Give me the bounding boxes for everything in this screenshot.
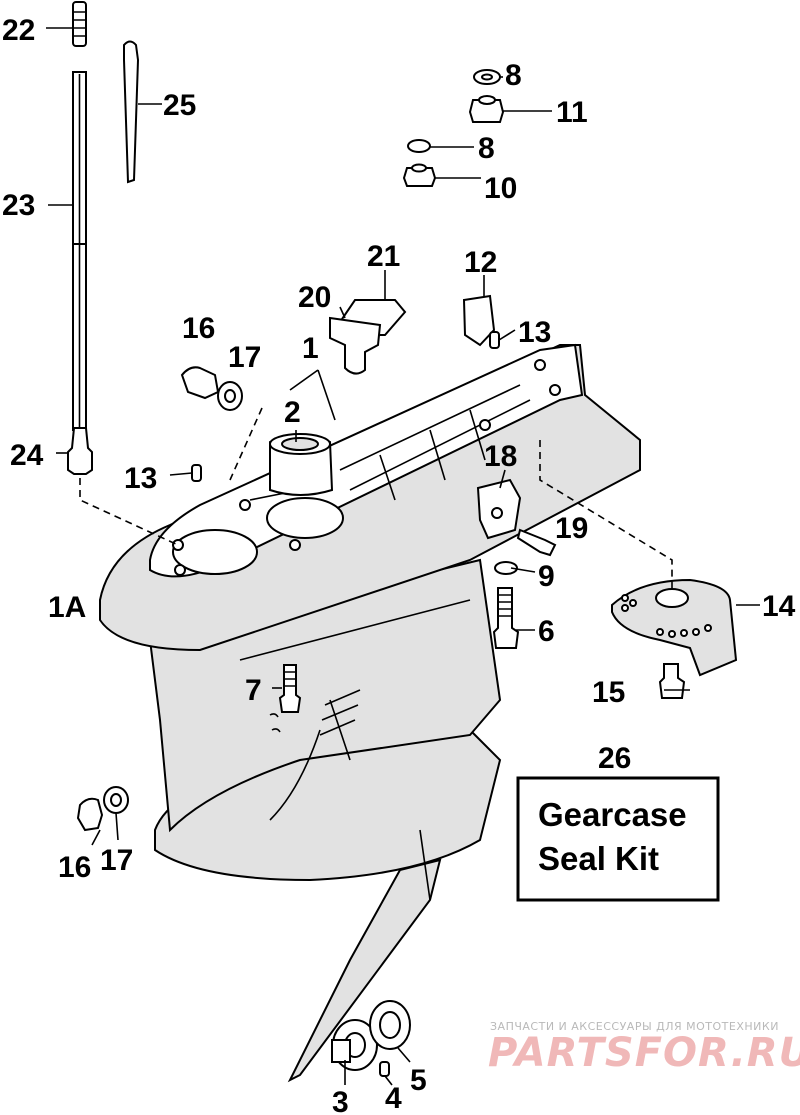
washer-9 xyxy=(494,561,518,575)
bore-left xyxy=(172,529,258,575)
part-25 xyxy=(123,40,140,184)
skeg xyxy=(287,858,442,1083)
callout-10: 10 xyxy=(484,172,517,205)
callout-22: 22 xyxy=(2,14,35,47)
watermark-logo: PARTSFOR.RU xyxy=(488,1030,800,1076)
trim-tab-holes xyxy=(621,594,712,638)
callout-17-lower: 17 xyxy=(100,844,133,877)
callout-7: 7 xyxy=(245,674,262,707)
bolt-15 xyxy=(658,663,686,699)
watermark: ЗАПЧАСТИ И АКСЕССУАРЫ ДЛЯ МОТОТЕХНИКИ PA… xyxy=(488,1020,800,1076)
washer-8a-hole xyxy=(481,73,493,81)
pin-13a xyxy=(489,331,500,349)
callout-1: 1 xyxy=(302,332,319,365)
deck-ribs xyxy=(249,384,531,501)
part-22 xyxy=(72,1,87,47)
callout-14: 14 xyxy=(762,590,796,623)
drive-shaft xyxy=(72,71,87,431)
callout-8-lower: 8 xyxy=(478,132,495,165)
nut-11 xyxy=(468,99,505,123)
gearcase-housing xyxy=(99,343,641,1083)
plug-16a xyxy=(180,366,220,400)
callout-18: 18 xyxy=(484,440,517,473)
callout-9: 9 xyxy=(538,560,555,593)
bolt-7 xyxy=(278,664,302,713)
callout-26: 26 xyxy=(598,742,631,775)
callout-21: 21 xyxy=(367,240,400,273)
trim-tab-14 xyxy=(611,578,738,677)
callout-25: 25 xyxy=(163,89,196,122)
seal-kit-line-1: Gearcase xyxy=(538,796,687,833)
screw-19 xyxy=(516,528,557,557)
part-20 xyxy=(329,316,382,375)
watermark-tagline: ЗАПЧАСТИ И АКСЕССУАРЫ ДЛЯ МОТОТЕХНИКИ xyxy=(490,1020,779,1033)
callout-1a: 1A xyxy=(48,591,86,624)
shaft-stub-3 xyxy=(331,1039,351,1063)
pin-13b xyxy=(191,464,202,482)
part-12 xyxy=(462,294,496,347)
callout-17-upper: 17 xyxy=(228,341,261,374)
callout-16-upper: 16 xyxy=(182,312,215,345)
seal-kit-box: Gearcase Seal Kit xyxy=(516,776,720,902)
callout-2: 2 xyxy=(284,396,301,429)
plug-16b xyxy=(76,797,104,832)
callout-11: 11 xyxy=(556,96,588,129)
leader-lines xyxy=(46,27,760,1086)
callout-4: 4 xyxy=(385,1082,402,1115)
callout-24: 24 xyxy=(10,439,44,472)
bore-right xyxy=(266,497,344,539)
callout-8-upper: 8 xyxy=(505,59,522,92)
callout-16-lower: 16 xyxy=(58,851,91,884)
callout-15: 15 xyxy=(592,676,625,709)
bolt-6 xyxy=(492,587,520,649)
pin-4 xyxy=(379,1061,390,1077)
callout-3: 3 xyxy=(332,1086,349,1115)
callout-20: 20 xyxy=(298,281,331,314)
part-24 xyxy=(67,427,93,475)
callout-19: 19 xyxy=(555,512,588,545)
body-contours xyxy=(239,599,471,901)
callout-12: 12 xyxy=(464,246,497,279)
washer-8b xyxy=(407,139,431,153)
bolt-holes xyxy=(172,359,561,576)
callout-6: 6 xyxy=(538,615,555,648)
nut-10 xyxy=(402,167,437,187)
callout-5: 5 xyxy=(410,1064,427,1097)
callout-labels: 22 25 23 24 8 11 8 10 21 12 20 13 16 17 … xyxy=(2,14,796,1115)
seal-kit-line-2: Seal Kit xyxy=(538,840,659,877)
callout-13-upper: 13 xyxy=(518,316,551,349)
water-intake xyxy=(269,689,361,736)
callout-23: 23 xyxy=(2,189,35,222)
callout-13-lower: 13 xyxy=(124,462,157,495)
